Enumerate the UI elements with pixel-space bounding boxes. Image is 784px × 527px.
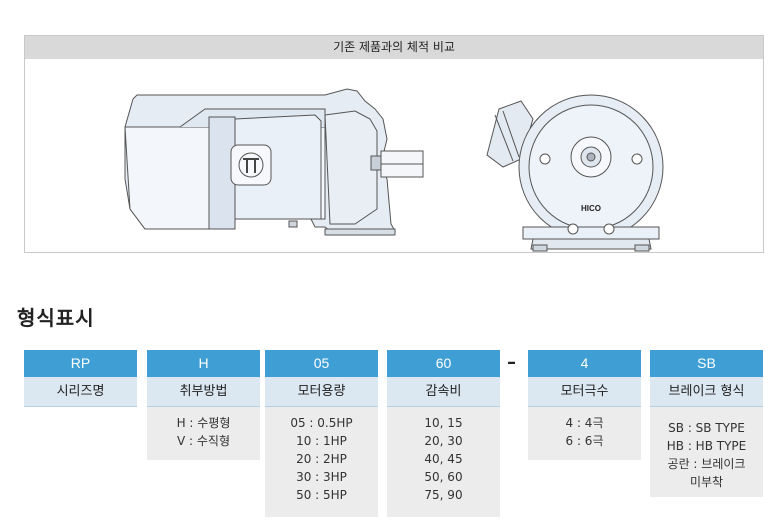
spec-value: 10, 15 (424, 416, 463, 430)
spec-value: H : 수평형 (176, 416, 231, 430)
spec-value: 40, 45 (424, 452, 463, 466)
spec-column-motor-capacity: 05 모터용량 05 : 0.5HP 10 : 1HP 20 : 2HP 30 … (265, 350, 378, 517)
comparison-title: 기존 제품과의 체적 비교 (25, 36, 763, 59)
spec-value: 75, 90 (424, 488, 463, 502)
spec-code: SB (650, 350, 763, 377)
spec-value: SB : SB TYPE (668, 421, 745, 435)
hico-logo-text: HICO (581, 204, 601, 213)
spec-value: HB : HB TYPE (666, 439, 747, 453)
motor-front-view: HICO (486, 94, 664, 252)
motor-drawings: HICO (124, 88, 664, 252)
spec-label: 시리즈명 (24, 377, 137, 407)
spec-values: 10, 15 20, 30 40, 45 50, 60 75, 90 (387, 407, 500, 517)
spec-value: 6 : 6극 (565, 434, 604, 448)
spec-column-brake-type: SB 브레이크 형식 SB : SB TYPE HB : HB TYPE 공란 … (650, 350, 763, 497)
spec-column-motor-poles: 4 모터극수 4 : 4극 6 : 6극 (528, 350, 641, 460)
spec-values: H : 수평형 V : 수직형 (147, 407, 260, 460)
spec-column-reduction-ratio: 60 감속비 10, 15 20, 30 40, 45 50, 60 75, 9… (387, 350, 500, 517)
spec-value: 30 : 3HP (296, 470, 347, 484)
spec-code: 60 (387, 350, 500, 377)
spec-values: SB : SB TYPE HB : HB TYPE 공란 : 브레이크 미부착 (650, 407, 763, 497)
spec-value: 10 : 1HP (296, 434, 347, 448)
spec-code: RP (24, 350, 137, 377)
spec-code: H (147, 350, 260, 377)
spec-value: 20 : 2HP (296, 452, 347, 466)
spec-label: 모터용량 (265, 377, 378, 407)
spec-values: 05 : 0.5HP 10 : 1HP 20 : 2HP 30 : 3HP 50… (265, 407, 378, 517)
spec-label: 모터극수 (528, 377, 641, 407)
spec-label: 취부방법 (147, 377, 260, 407)
spec-value: V : 수직형 (176, 434, 230, 448)
comparison-panel: 기존 제품과의 체적 비교 (24, 35, 764, 253)
spec-value: 공란 : 브레이크 (667, 457, 746, 471)
spec-value: 05 : 0.5HP (290, 416, 353, 430)
spec-label: 감속비 (387, 377, 500, 407)
spec-value: 4 : 4극 (565, 416, 604, 430)
spec-value: 20, 30 (424, 434, 463, 448)
separator-dash: – (507, 352, 516, 373)
spec-value: 미부착 (689, 475, 724, 489)
spec-value: 50, 60 (424, 470, 463, 484)
section-title: 형식표시 (17, 306, 95, 330)
spec-code: 05 (265, 350, 378, 377)
spec-values: 4 : 4극 6 : 6극 (528, 407, 641, 460)
spec-column-mounting: H 취부방법 H : 수평형 V : 수직형 (147, 350, 260, 460)
spec-value: 50 : 5HP (296, 488, 347, 502)
spec-code: 4 (528, 350, 641, 377)
spec-label: 브레이크 형식 (650, 377, 763, 407)
spec-column-series: RP 시리즈명 (24, 350, 137, 407)
motor-side-view (124, 88, 424, 236)
